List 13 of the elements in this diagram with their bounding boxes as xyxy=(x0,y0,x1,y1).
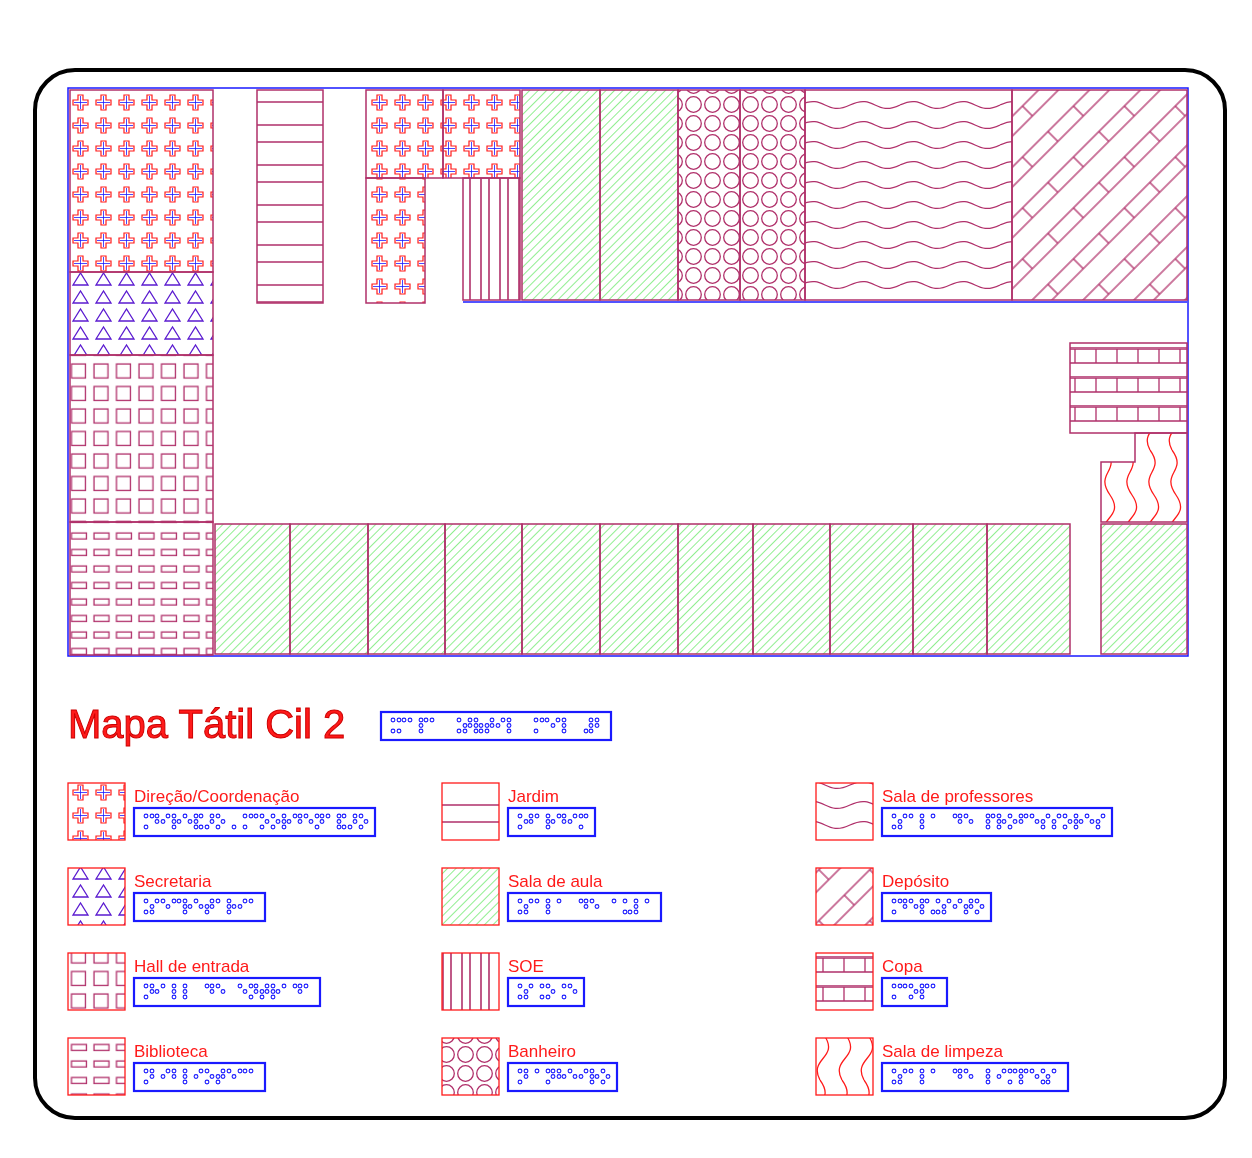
legend-label: Direção/Coordenação xyxy=(134,788,300,805)
legend-label: SOE xyxy=(508,958,544,975)
legend-label: Biblioteca xyxy=(134,1043,208,1060)
legend-label: Jardim xyxy=(508,788,559,805)
legend-label: Sala de aula xyxy=(508,873,603,890)
legend-label: Copa xyxy=(882,958,923,975)
legend-label: Sala de professores xyxy=(882,788,1034,805)
legend-label: Sala de limpeza xyxy=(882,1043,1003,1060)
legend-label: Hall de entrada xyxy=(134,958,250,975)
legend-label: Banheiro xyxy=(508,1043,577,1060)
map-title: Mapa Tátil Cil 2 xyxy=(68,704,346,744)
legend-label: Secretaria xyxy=(134,873,212,890)
legend-label: Depósito xyxy=(882,873,950,890)
